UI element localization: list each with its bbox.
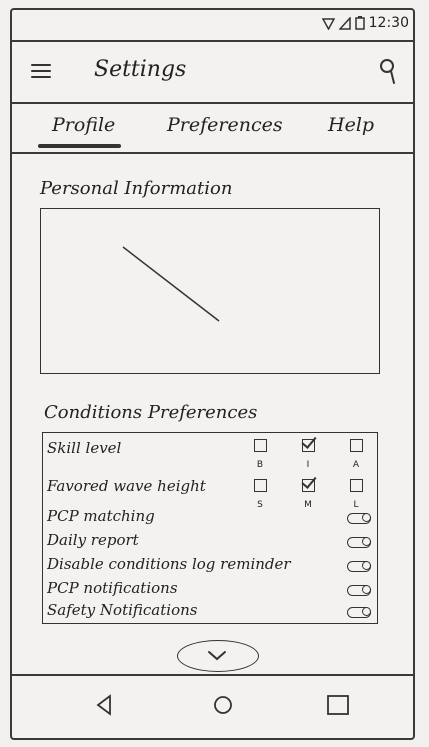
skill-level-option-a: A: [345, 439, 367, 471]
tab-profile[interactable]: Profile: [37, 114, 122, 148]
search-icon[interactable]: [377, 58, 397, 90]
skill-level-a-label: A: [352, 460, 360, 470]
status-time: 12:30: [368, 15, 409, 31]
disable-conditions-log-reminder-label: Disable conditions log reminder: [47, 555, 291, 573]
menu-icon[interactable]: [30, 62, 52, 84]
favored-wave-height-label: Favored wave height: [47, 477, 206, 495]
wave-height-s-checkbox[interactable]: [253, 479, 267, 492]
conditions-preferences-panel: Skill level B I A Favored wave height S …: [42, 432, 378, 624]
back-icon[interactable]: [94, 694, 114, 720]
skill-level-label: Skill level: [47, 439, 122, 457]
expand-button[interactable]: [177, 640, 259, 672]
chevron-down-icon: [208, 651, 226, 661]
home-icon[interactable]: [212, 694, 234, 720]
skill-level-i-label: I: [306, 460, 310, 470]
wave-height-l-label: L: [353, 500, 359, 510]
wave-height-l-checkbox[interactable]: [349, 479, 363, 492]
daily-report-label: Daily report: [47, 531, 139, 549]
wave-height-option-l: L: [345, 479, 367, 511]
status-bar: 12:30: [12, 10, 413, 42]
pcp-matching-toggle[interactable]: [347, 513, 371, 524]
phone-frame: 12:30 Settings Profile Preferences Help …: [10, 8, 415, 740]
tab-bar: Profile Preferences Help: [12, 104, 413, 154]
wave-height-option-s: S: [249, 479, 271, 511]
personal-information-title: Personal Information: [40, 178, 233, 199]
skill-level-option-b: B: [249, 439, 271, 471]
placeholder-line-icon: [122, 246, 220, 322]
skill-level-b-checkbox[interactable]: [253, 439, 267, 452]
tab-preferences[interactable]: Preferences: [167, 114, 283, 136]
personal-information-placeholder: [40, 208, 380, 374]
pcp-notifications-toggle[interactable]: [347, 585, 371, 596]
recents-icon[interactable]: [326, 694, 350, 720]
skill-level-b-label: B: [256, 460, 264, 470]
wave-height-m-label: M: [304, 500, 312, 510]
signal-icon: [338, 16, 351, 30]
wifi-icon: [321, 17, 335, 30]
skill-level-i-checkbox[interactable]: [301, 439, 315, 452]
disable-conditions-log-reminder-toggle[interactable]: [347, 561, 371, 572]
app-bar: Settings: [12, 42, 413, 104]
skill-level-a-checkbox[interactable]: [349, 439, 363, 452]
pcp-matching-label: PCP matching: [47, 507, 155, 525]
wave-height-m-checkbox[interactable]: [301, 479, 315, 492]
safety-notifications-label: Safety Notifications: [47, 601, 198, 619]
wave-height-s-label: S: [257, 500, 263, 510]
wave-height-option-m: M: [297, 479, 319, 511]
tab-help[interactable]: Help: [328, 114, 375, 136]
safety-notifications-toggle[interactable]: [347, 607, 371, 618]
page-title: Settings: [94, 57, 187, 82]
skill-level-option-i: I: [297, 439, 319, 471]
daily-report-toggle[interactable]: [347, 537, 371, 548]
conditions-preferences-title: Conditions Preferences: [44, 402, 258, 423]
battery-icon: [354, 16, 365, 30]
pcp-notifications-label: PCP notifications: [47, 579, 178, 597]
navigation-bar: [12, 674, 413, 738]
